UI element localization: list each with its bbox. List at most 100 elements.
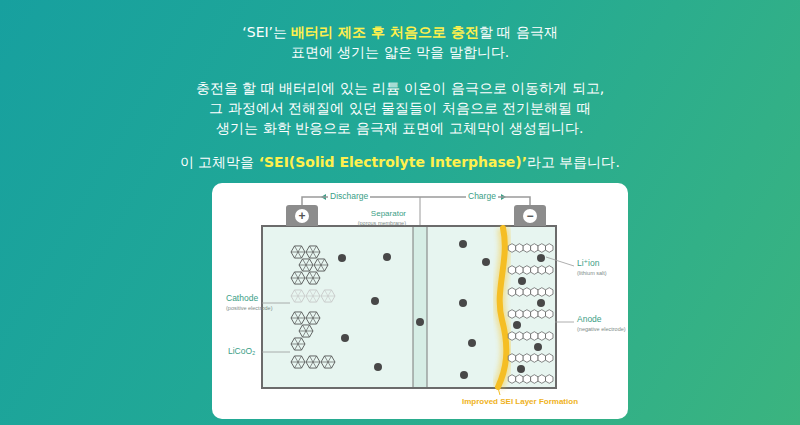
licoo2-cell [295, 272, 302, 284]
separator-strip [413, 227, 427, 387]
part-sublabel: (porous membrane) [358, 220, 406, 226]
licoo2-cell [306, 246, 320, 258]
licoo2-cell [310, 246, 317, 258]
intro-paragraph: 충전을 할 때 배터리에 있는 리튬 이온이 음극으로 이동하게 되고, 그 과… [0, 78, 800, 138]
licoo2-cell [295, 272, 302, 284]
body-text: 충전을 할 때 배터리에 있는 리튬 이온이 음극으로 이동하게 되고, 그 과… [196, 80, 605, 136]
lithium-ion-dot [534, 343, 542, 351]
graphite-ring [538, 310, 545, 319]
sei-layer [498, 228, 506, 387]
sei-label: Improved SEI Layer Formation [462, 397, 578, 406]
part-label: Anode [577, 315, 602, 325]
lithium-ion-dot [341, 334, 349, 342]
lithium-ion-dot [460, 371, 468, 379]
graphite-ring [546, 332, 553, 341]
graphite-ring [538, 266, 545, 275]
lithium-ion-dot [537, 254, 545, 262]
licoo2-cell [295, 246, 302, 258]
lithium-ion-dot [482, 258, 490, 266]
graphite-ring [531, 310, 538, 319]
licoo2-cell [310, 356, 317, 368]
graphite-ring [546, 266, 553, 275]
graphite-ring [523, 354, 530, 363]
graphite-ring [523, 310, 530, 319]
licoo2-cell [310, 272, 317, 284]
graphite-ring [508, 375, 515, 384]
lithium-ion-dot [518, 277, 526, 285]
part-sublabel: (negative electrode) [577, 326, 626, 332]
licoo2-cell [295, 338, 302, 350]
licoo2-cell [299, 325, 313, 337]
licoo2-cell [306, 356, 320, 368]
licoo2-cell [310, 290, 317, 302]
licoo2-cell [295, 290, 302, 302]
licoo2-cell [291, 290, 305, 302]
graphite-ring [531, 354, 538, 363]
licoo2-cell [291, 272, 305, 284]
cathode-lattice [291, 246, 335, 368]
licoo2-cell [321, 290, 335, 302]
graphite-ring [538, 375, 545, 384]
licoo2-cell [310, 312, 317, 324]
licoo2-cell [291, 312, 305, 324]
graphite-ring [523, 375, 530, 384]
lithium-ion-dot [468, 339, 476, 347]
terminal-sign: + [295, 209, 309, 223]
graphite-ring [546, 375, 553, 384]
licoo2-cell [291, 356, 305, 368]
highlight-text: 배터리 제조 후 처음으로 충전 [291, 24, 479, 40]
graphite-ring [546, 288, 553, 297]
battery-body [262, 226, 556, 388]
sei-leader [498, 388, 500, 395]
licoo2-cell [306, 272, 320, 284]
licoo2-cell [303, 325, 310, 337]
graphite-ring [516, 375, 523, 384]
licoo2-cell [318, 259, 325, 271]
lithium-ion-dot [374, 363, 382, 371]
licoo2-cell [314, 259, 328, 271]
licoo2-cell [295, 290, 302, 302]
licoo2-cell [306, 290, 320, 302]
licoo2-cell [321, 356, 335, 368]
licoo2-cell [295, 312, 302, 324]
licoo2-cell [299, 259, 313, 271]
separator-line [427, 227, 428, 387]
graphite-ring [508, 288, 515, 297]
graphite-ring [508, 332, 515, 341]
graphite-ring [516, 332, 523, 341]
lithium-ions [338, 240, 545, 379]
intro-paragraph: ‘SEI’는배터리 제조 후 처음으로 충전할 때 음극재 표면에 생기는 얇은… [0, 22, 800, 62]
licoo2-cell [310, 312, 317, 324]
graphite-ring [508, 354, 515, 363]
graphite-ring [538, 244, 545, 253]
highlight-text: ‘SEI(Solid Electrolyte Interphase)’ [259, 154, 527, 170]
anode-leader [555, 322, 574, 323]
graphite-ring [516, 244, 523, 253]
licoo2-cell [295, 246, 302, 258]
graphite-ring [508, 244, 515, 253]
licoo2-cell [291, 246, 305, 258]
licoo2-cell [310, 356, 317, 368]
lithium-ion-dot [517, 365, 525, 373]
graphite-ring [508, 266, 515, 275]
graphite-ring [531, 244, 538, 253]
lithium-ion-dot [459, 299, 467, 307]
lithium-ion-dot [416, 318, 424, 326]
licoo2-cell [303, 259, 310, 271]
battery-terminal: − [514, 205, 546, 226]
graphite-ring [531, 375, 538, 384]
graphite-ring [538, 354, 545, 363]
licoo2-cell [325, 290, 332, 302]
lithium-ion-dot [371, 297, 379, 305]
licoo2-cell [303, 325, 310, 337]
intro-paragraph: 이 고체막을‘SEI(Solid Electrolyte Interphase)… [0, 152, 800, 172]
licoo2-cell [318, 259, 325, 271]
graphite-ring [538, 332, 545, 341]
graphite-ring [523, 288, 530, 297]
flow-label: Discharge [328, 192, 370, 202]
graphite-ring [538, 288, 545, 297]
body-text: ‘SEI’는 [242, 24, 287, 40]
graphite-ring [523, 332, 530, 341]
terminal-sign: − [523, 209, 537, 223]
